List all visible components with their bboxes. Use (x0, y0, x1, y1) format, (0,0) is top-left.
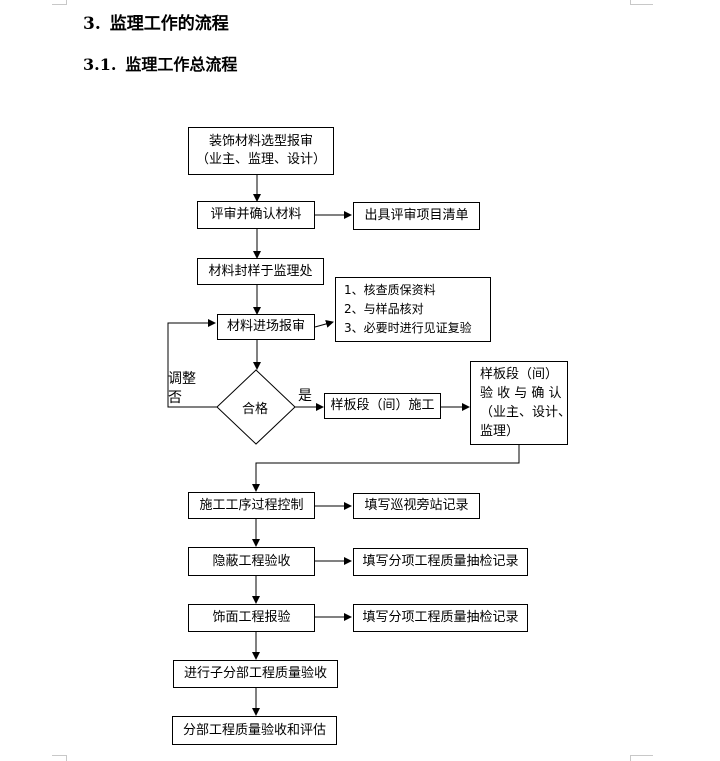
adjust-label: 调整 (168, 371, 196, 387)
flow-box-material-selection-line1: 装饰材料选型报审 (208, 134, 313, 149)
sample-acceptance-line: 验 收 与 确 认 (480, 386, 562, 401)
decision-label: 合格 (242, 398, 268, 417)
flow-box-sample-construction: 样板段（间）施工 (324, 393, 441, 419)
flow-box-quality-record-2: 填写分项工程质量抽检记录 (353, 604, 528, 632)
flow-box-review-confirm: 评审并确认材料 (197, 201, 315, 229)
flow-box-check-list: 1、核查质保资料 2、与样品核对 3、必要时进行见证复验 (335, 277, 491, 342)
flow-box-division-evaluation: 分部工程质量验收和评估 (172, 716, 337, 745)
page-corner-mark-bottom-right (630, 755, 653, 761)
yes-label: 是 (298, 388, 312, 404)
section-number: 3. (83, 14, 101, 34)
subsection-heading: 3.1. 监理工作总流程 (83, 51, 237, 75)
section-heading: 3. 监理工作的流程 (83, 9, 229, 34)
subsection-title: 监理工作总流程 (125, 55, 238, 74)
check-list-item: 1、核查质保资料 (344, 283, 436, 297)
flow-box-material-entry: 材料进场报审 (217, 314, 315, 340)
flow-box-concealed-acceptance-label: 隐蔽工程验收 (212, 553, 291, 569)
arrow-decision-no-loop (167, 319, 217, 408)
flow-box-review-list-label: 出具评审项目清单 (364, 208, 469, 223)
flow-box-concealed-acceptance: 隐蔽工程验收 (188, 547, 315, 576)
subsection-number: 3.1. (83, 55, 117, 74)
flow-box-division-evaluation-label: 分部工程质量验收和评估 (182, 722, 326, 738)
flow-box-material-selection: 装饰材料选型报审 （业主、监理、设计） (188, 127, 334, 175)
flow-box-sample-acceptance: 样板段（间） 验 收 与 确 认 （业主、设计、 监理） (470, 361, 572, 445)
check-list-item: 3、必要时进行见证复验 (344, 321, 472, 335)
flow-box-review-confirm-label: 评审并确认材料 (210, 207, 302, 222)
flow-box-patrol-record: 填写巡视旁站记录 (353, 493, 480, 519)
sample-acceptance-line: （业主、设计、 (480, 405, 572, 420)
flow-box-patrol-record-label: 填写巡视旁站记录 (364, 498, 469, 513)
flow-box-material-selection-line2: （业主、监理、设计） (195, 152, 326, 167)
decision-label-text: 合格 (242, 402, 269, 417)
section-title: 监理工作的流程 (109, 14, 229, 34)
page-corner-mark-bottom-left (52, 755, 67, 761)
flow-box-process-control: 施工工序过程控制 (188, 492, 315, 519)
flow-box-sample-sealing-label: 材料封样于监理处 (208, 263, 313, 279)
flow-box-quality-record-2-label: 填写分项工程质量抽检记录 (362, 610, 519, 625)
flow-box-subdivision-acceptance-label: 进行子分部工程质量验收 (183, 666, 327, 681)
arrow-accept-to-step5 (252, 445, 520, 492)
flow-box-material-entry-label: 材料进场报审 (226, 319, 305, 334)
no-label: 否 (168, 390, 182, 406)
flow-box-finish-inspection-label: 饰面工程报验 (212, 610, 291, 625)
flow-box-process-control-label: 施工工序过程控制 (199, 497, 304, 513)
flow-box-review-list: 出具评审项目清单 (353, 202, 480, 230)
decision-diamond (216, 369, 296, 445)
flow-box-quality-record-1: 填写分项工程质量抽检记录 (353, 548, 528, 576)
page-corner-mark-top-right (630, 0, 653, 5)
check-list-item: 2、与样品核对 (344, 302, 424, 316)
flow-box-subdivision-acceptance: 进行子分部工程质量验收 (173, 660, 338, 688)
page-corner-mark-top-left (52, 0, 67, 5)
flow-box-finish-inspection: 饰面工程报验 (188, 604, 315, 632)
sample-acceptance-line: 样板段（间） (480, 367, 559, 382)
flow-box-sample-sealing: 材料封样于监理处 (197, 258, 324, 285)
flow-box-sample-construction-label: 样板段（间）施工 (330, 398, 435, 413)
flow-box-quality-record-1-label: 填写分项工程质量抽检记录 (362, 554, 519, 569)
sample-acceptance-line: 监理） (480, 424, 520, 439)
arrow-step4-to-checklist (314, 320, 334, 328)
